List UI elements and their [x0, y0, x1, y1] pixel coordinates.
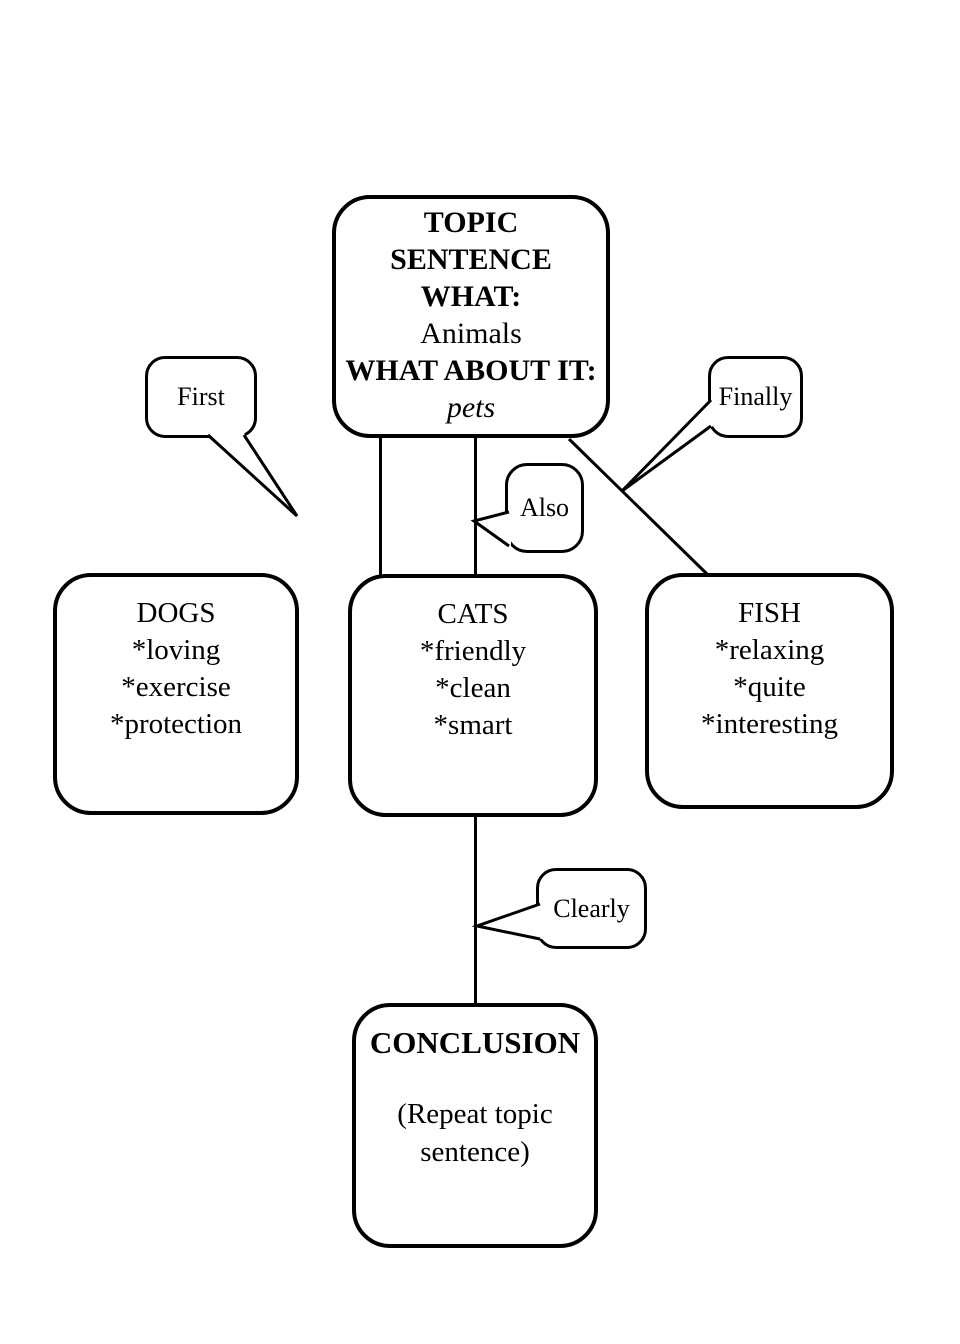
- callout-finally-tail-fill: [622, 399, 713, 491]
- callout-clearly-tail: [471, 902, 541, 941]
- fish-item-1: *relaxing: [714, 634, 825, 666]
- fish-item-3: *interesting: [701, 708, 838, 740]
- cats-item-1: *friendly: [419, 635, 527, 667]
- topic-line-3: WHAT:: [420, 280, 522, 313]
- callout-clearly: Clearly: [536, 868, 647, 949]
- cats-box: CATS *friendly *clean *smart: [348, 574, 598, 817]
- callout-first-tail: [206, 433, 299, 518]
- dogs-title: DOGS: [136, 597, 216, 629]
- callout-first-label: First: [177, 382, 225, 411]
- dogs-box: DOGS *loving *exercise *protection: [53, 573, 299, 815]
- conclusion-title: CONCLUSION: [369, 1025, 581, 1060]
- callout-also-label: Also: [519, 493, 570, 522]
- cats-item-2: *clean: [435, 672, 511, 704]
- topic-sentence-box: TOPIC SENTENCE WHAT: Animals WHAT ABOUT …: [332, 195, 610, 438]
- connector-topic-to-fish: [567, 437, 709, 576]
- callout-first-tail-fill: [208, 433, 297, 516]
- fish-box: FISH *relaxing *quite *interesting: [645, 573, 894, 809]
- callout-also: Also: [505, 463, 584, 553]
- conclusion-spacer: [356, 1063, 594, 1095]
- topic-line-2: SENTENCE: [390, 243, 552, 276]
- callout-finally-label: Finally: [718, 382, 793, 411]
- dogs-item-3: *protection: [109, 708, 243, 740]
- cats-item-3: *smart: [433, 709, 513, 741]
- callout-also-tail: [470, 510, 510, 548]
- topic-line-4: Animals: [420, 317, 522, 350]
- callout-clearly-label: Clearly: [553, 893, 630, 923]
- cats-title: CATS: [437, 598, 509, 630]
- callout-clearly-tail-fill: [477, 903, 542, 939]
- fish-item-2: *quite: [733, 671, 806, 703]
- dogs-item-1: *loving: [131, 634, 221, 666]
- callout-finally: Finally: [708, 356, 803, 438]
- topic-line-5: WHAT ABOUT IT:: [345, 354, 597, 387]
- conclusion-line-1: (Repeat topic: [397, 1098, 553, 1130]
- callout-first: First: [145, 356, 257, 438]
- conclusion-line-2: sentence): [420, 1136, 530, 1168]
- conclusion-box: CONCLUSION (Repeat topic sentence): [352, 1003, 598, 1248]
- topic-line-6: pets: [446, 391, 496, 424]
- fish-title: FISH: [738, 597, 801, 629]
- callout-finally-tail: [620, 398, 713, 493]
- dogs-item-2: *exercise: [121, 671, 231, 703]
- topic-line-1: TOPIC: [423, 206, 519, 239]
